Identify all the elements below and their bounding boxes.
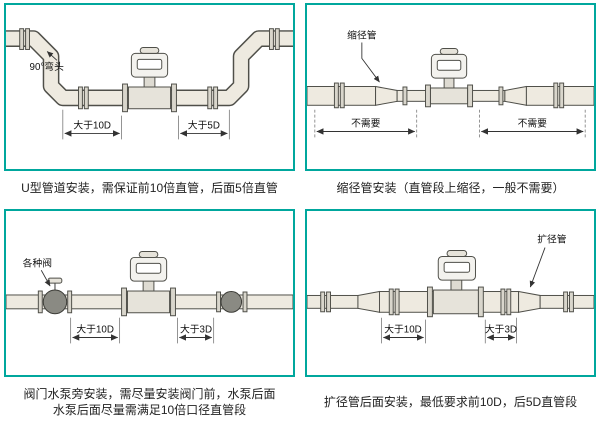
cell-expander: 扩径管 大于10D 大于3D 扩径管后面安装，最低要求前10D，后5D — [305, 209, 596, 429]
dim-left-text: 大于10D — [76, 322, 114, 335]
dim-right: 大于5D — [178, 109, 230, 140]
caption-valve: 阀门水泵旁安装，需尽量安装阀门前，水泵后面 水泵后面尽量需满足10倍口径直管段 — [4, 377, 295, 429]
reducer-label-text: 缩径管 — [347, 29, 377, 42]
panel-u-pipe: 90°弯头 大于10D 大于5D — [4, 3, 295, 171]
dim-left: 大于10D — [70, 317, 121, 344]
dim-left-text: 不需要 — [351, 117, 381, 129]
dim-right: 大于3D — [484, 317, 518, 344]
expander-cone-left — [357, 290, 380, 313]
flowmeter — [122, 46, 177, 113]
expander-label: 扩径管 — [529, 233, 567, 288]
dim-left: 不需要 — [314, 109, 418, 138]
dim-right-text: 不需要 — [518, 117, 548, 129]
flowmeter — [426, 250, 484, 318]
reducer-cone-right — [504, 85, 527, 106]
valve-right — [216, 291, 248, 313]
valve-diagram: 各种阀 大于10D 大于3D — [6, 251, 293, 344]
dim-right-text: 大于5D — [188, 118, 220, 131]
elbow-label: 90°弯头 — [30, 51, 65, 73]
caption-u-pipe-text: U型管道安装，需保证前10倍直管，后面5倍直管 — [21, 181, 278, 195]
caption-reducer-text: 缩径管安装（直管段上缩径，一般不需要） — [336, 181, 565, 195]
caption-reducer: 缩径管安装（直管段上缩径，一般不需要） — [305, 171, 596, 207]
caption-valve-line1: 阀门水泵旁安装，需尽量安装阀门前，水泵后面 — [23, 387, 276, 401]
flowmeter — [425, 47, 474, 108]
valve-label: 各种阀 — [23, 256, 52, 287]
dim-left-text: 大于10D — [384, 322, 422, 335]
caption-expander-text: 扩径管后面安装，最低要求前10D，后5D直管段 — [323, 395, 578, 409]
valve-label-text: 各种阀 — [23, 256, 52, 269]
elbow-label-text: 90°弯头 — [30, 60, 65, 73]
dim-right-text: 大于3D — [180, 322, 212, 335]
panel-reducer: 缩径管 不需要 不需要 — [305, 3, 596, 171]
cell-reducer: 缩径管 不需要 不需要 缩径管安装（直管段上缩径，一般不需要） — [305, 3, 596, 207]
caption-valve-line2: 水泵后面尽量需满足10倍口径直管段 — [52, 403, 247, 417]
caption-expander: 扩径管后面安装，最低要求前10D，后5D直管段 — [305, 377, 596, 429]
cell-u-pipe: 90°弯头 大于10D 大于5D U型管道安装，需保证前10倍直管，后 — [4, 3, 295, 207]
reducer-diagram: 缩径管 不需要 不需要 — [307, 29, 594, 138]
pipe-flanges — [320, 288, 574, 316]
expander-diagram: 扩径管 大于10D 大于3D — [307, 233, 594, 344]
meter-display — [135, 262, 162, 274]
dim-right-text: 大于3D — [485, 322, 517, 335]
dim-left: 大于10D — [381, 317, 426, 344]
valve-left — [37, 277, 73, 315]
panel-expander: 扩径管 大于10D 大于3D — [305, 209, 596, 377]
expander-label-text: 扩径管 — [537, 233, 567, 246]
panel-valve: 各种阀 大于10D 大于3D — [4, 209, 295, 377]
caption-u-pipe: U型管道安装，需保证前10倍直管，后面5倍直管 — [4, 171, 295, 207]
expander-cone-right — [518, 290, 541, 313]
u-pipe-diagram: 90°弯头 大于10D 大于5D — [6, 28, 293, 140]
dim-right: 大于3D — [177, 317, 215, 344]
meter-display — [443, 261, 471, 273]
reducer-cone-left — [375, 85, 398, 106]
pipe-flanges — [19, 28, 280, 110]
dim-left: 大于10D — [62, 109, 122, 140]
dim-right: 不需要 — [479, 109, 586, 138]
flowmeter — [121, 251, 176, 317]
reducer-label: 缩径管 — [347, 29, 380, 83]
meter-display — [136, 58, 163, 70]
pipe-flanges — [333, 82, 565, 109]
meter-display — [436, 59, 462, 71]
cell-valve: 各种阀 大于10D 大于3D 阀门水泵旁安装，需尽量安装阀门前，水泵后 — [4, 209, 295, 429]
dim-left-text: 大于10D — [73, 118, 111, 131]
